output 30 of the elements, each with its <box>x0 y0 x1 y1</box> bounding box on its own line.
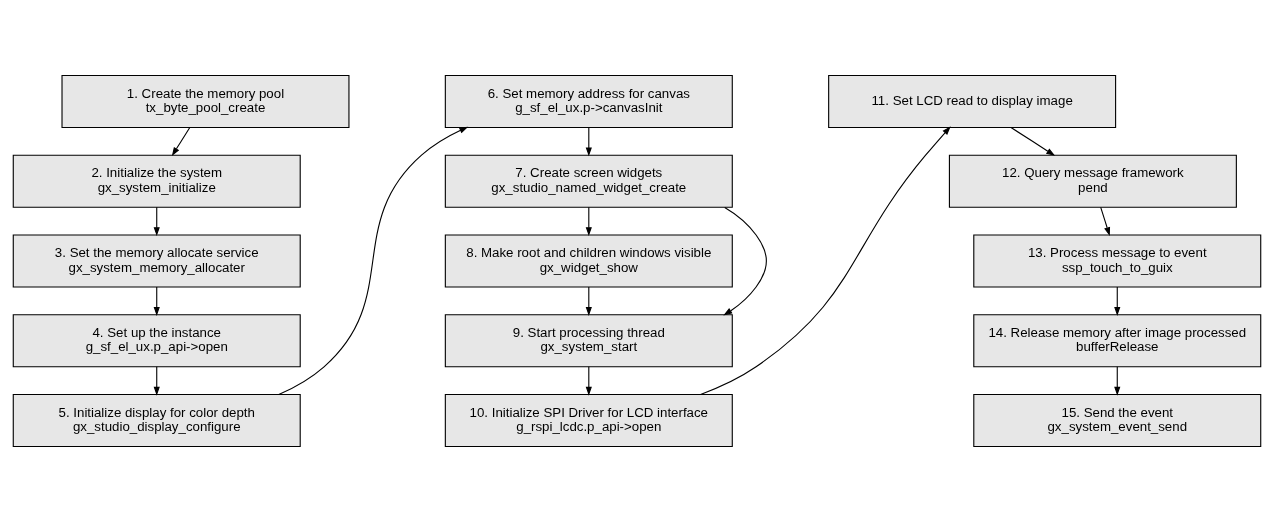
node-box: 13. Process message to event ssp_touch_to_guix <box>973 234 1262 288</box>
node-box: 6. Set memory address for canvas g_sf_el_ux.p->canvasInit <box>444 74 733 129</box>
arrow <box>1100 206 1111 237</box>
node-box: 8. Make root and children windows visible gx_widget_show <box>444 234 733 288</box>
node-box: 11. Set LCD read to display image <box>828 74 1117 129</box>
arrow <box>723 206 767 316</box>
arrow <box>153 286 160 316</box>
arrow <box>585 206 592 237</box>
arrow <box>153 366 160 396</box>
arrow <box>153 206 160 237</box>
node-box: 14. Release memory after image processed bufferRelease <box>973 314 1262 368</box>
node-box: 3. Set the memory allocate service gx_system_memory_allocater <box>12 234 301 288</box>
node-box: 9. Start processing thread gx_system_start <box>444 314 733 368</box>
arrow <box>585 126 592 157</box>
arrow <box>1114 366 1121 396</box>
arrow <box>1114 286 1121 316</box>
arrow <box>700 126 951 395</box>
node-box: 7. Create screen widgets gx_studio_named_widget_create <box>444 154 733 208</box>
node-box: 5. Initialize display for color depth gx_studio_display_configure <box>12 393 301 448</box>
node-box: 15. Send the event gx_system_event_send <box>973 393 1262 448</box>
arrow <box>278 126 469 395</box>
arrow <box>585 286 592 316</box>
node-box: 1. Create the memory pool tx_byte_pool_create <box>61 74 350 129</box>
arrow <box>171 126 191 157</box>
node-box: 4. Set up the instance g_sf_el_ux.p_api->open <box>12 314 301 368</box>
arrow <box>585 366 592 396</box>
node-box: 10. Initialize SPI Driver for LCD interface g_rspi_lcdc.p_api->open <box>444 393 733 448</box>
node-box: 12. Query message framework pend <box>948 154 1237 208</box>
arrow <box>1010 126 1056 156</box>
node-box: 2. Initialize the system gx_system_initialize <box>12 154 301 208</box>
